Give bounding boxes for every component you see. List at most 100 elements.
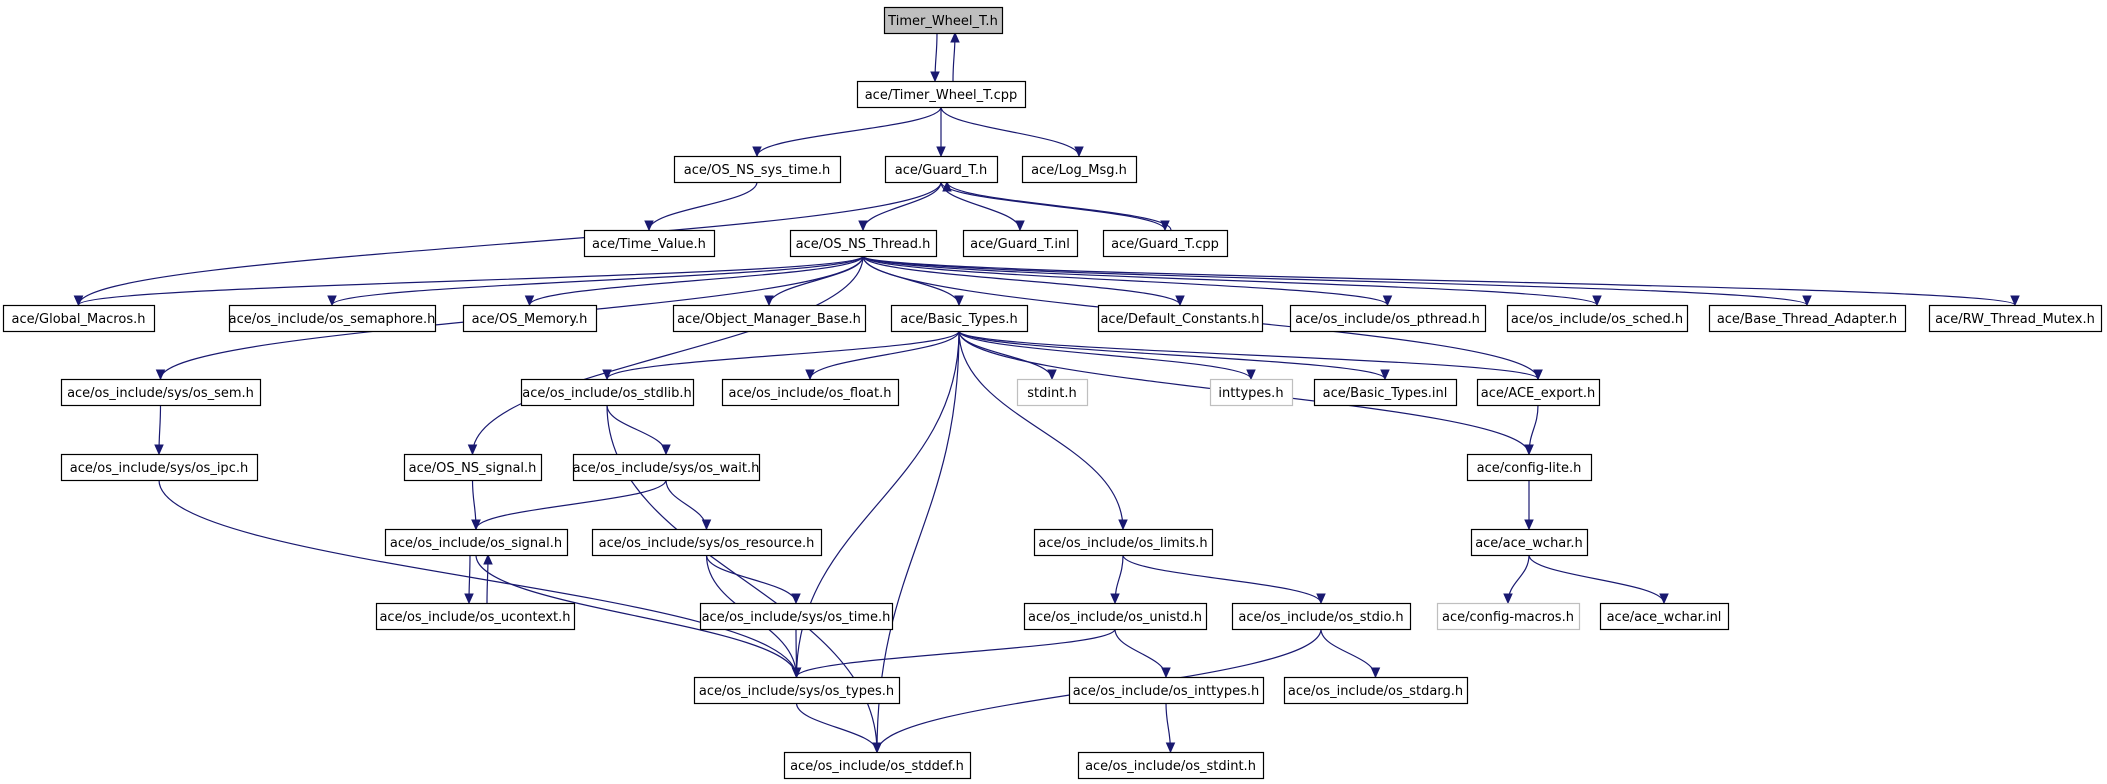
node-ace-wchar-h[interactable]: ace/ace_wchar.h	[1470, 528, 1589, 557]
edge-os_ns_thread-to-default_constants	[862, 255, 1185, 307]
node-box	[1231, 602, 1412, 631]
node-os-stdlib[interactable]: ace/os_include/os_stdlib.h	[520, 378, 695, 407]
edge-ace_wchar_h-to-config_macros	[1503, 554, 1530, 605]
node-base-thread-adapter[interactable]: ace/Base_Thread_Adapter.h	[1708, 304, 1907, 333]
node-stdint: stdint.h	[1016, 378, 1089, 407]
node-os-stdarg[interactable]: ace/os_include/os_stdarg.h	[1283, 676, 1469, 705]
node-basic-types-inl[interactable]: ace/Basic_Types.inl	[1313, 378, 1458, 407]
node-os-ucontext[interactable]: ace/os_include/os_ucontext.h	[375, 602, 576, 631]
edge-line	[862, 255, 2016, 306]
edge-arrowhead	[1524, 444, 1534, 456]
node-os-semaphore[interactable]: ace/os_include/os_semaphore.h	[229, 304, 437, 333]
edge-arrowhead	[764, 295, 774, 307]
edge-line	[862, 181, 942, 231]
edge-timer_wheel_h-to-timer_wheel_cpp	[930, 32, 940, 83]
node-sys-os-resource[interactable]: ace/os_include/sys/os_resource.h	[591, 528, 823, 557]
edge-arrowhead	[858, 220, 868, 232]
node-os-stdio[interactable]: ace/os_include/os_stdio.h	[1231, 602, 1412, 631]
node-os-limits[interactable]: ace/os_include/os_limits.h	[1033, 528, 1214, 557]
node-object-manager-base[interactable]: ace/Object_Manager_Base.h	[672, 304, 867, 333]
edge-basic_types_h-to-stdint	[958, 330, 1057, 381]
node-box	[1289, 304, 1487, 333]
edge-line	[475, 554, 798, 678]
node-guard-t-cpp[interactable]: ace/Guard_T.cpp	[1102, 229, 1229, 258]
node-time-value[interactable]: ace/Time_Value.h	[583, 229, 716, 258]
node-os-unistd[interactable]: ace/os_include/os_unistd.h	[1023, 602, 1208, 631]
node-os-ns-sys-time[interactable]: ace/OS_NS_sys_time.h	[673, 155, 842, 184]
edge-arrowhead	[872, 742, 882, 754]
node-box	[591, 528, 823, 557]
node-sys-os-time[interactable]: ace/os_include/sys/os_time.h	[699, 602, 894, 631]
node-basic-types-h[interactable]: ace/Basic_Types.h	[890, 304, 1029, 333]
edge-os_signal-to-os_ucontext	[464, 554, 474, 605]
node-config-macros: ace/config-macros.h	[1436, 602, 1581, 631]
edge-arrowhead	[1524, 519, 1534, 531]
node-label: ace/os_include/os_stdint.h	[1085, 759, 1256, 774]
node-os-pthread[interactable]: ace/os_include/os_pthread.h	[1289, 304, 1487, 333]
node-sys-os-types[interactable]: ace/os_include/sys/os_types.h	[693, 676, 901, 705]
node-os-stdint[interactable]: ace/os_include/os_stdint.h	[1077, 751, 1265, 780]
edge-timer_wheel_cpp-to-guard_t_h	[936, 107, 946, 158]
node-box	[1436, 602, 1581, 631]
node-os-signal[interactable]: ace/os_include/os_signal.h	[384, 528, 569, 557]
node-box	[403, 453, 543, 482]
edge-line	[862, 255, 1598, 306]
node-box	[384, 528, 569, 557]
edge-arrowhead	[1592, 295, 1602, 307]
node-os-float[interactable]: ace/os_include/os_float.h	[721, 378, 900, 407]
node-default-constants[interactable]: ace/Default_Constants.h	[1097, 304, 1264, 333]
node-sys-os-sem[interactable]: ace/os_include/sys/os_sem.h	[60, 378, 262, 407]
edge-timer_wheel_cpp-to-log_msg	[940, 106, 1084, 158]
node-box	[2, 304, 156, 333]
edge-line	[958, 330, 1124, 530]
edge-basic_types_h-to-os_stdlib	[602, 330, 960, 381]
edge-arrowhead	[1503, 593, 1513, 605]
node-guard-t-h[interactable]: ace/Guard_T.h	[884, 155, 999, 184]
node-sys-os-wait[interactable]: ace/os_include/sys/os_wait.h	[573, 453, 761, 482]
node-os-ns-signal[interactable]: ace/OS_NS_signal.h	[403, 453, 543, 482]
edge-os_ns_thread-to-os_memory	[524, 255, 864, 307]
node-box	[783, 751, 972, 780]
edge-arrowhead	[467, 444, 478, 456]
node-label: ace/os_include/sys/os_resource.h	[599, 536, 815, 551]
node-label: ace/Log_Msg.h	[1031, 163, 1127, 178]
edge-sys_os_types-to-os_stddef	[795, 702, 882, 754]
node-timer-wheel-cpp[interactable]: ace/Timer_Wheel_T.cpp	[856, 80, 1027, 109]
node-guard-t-inl[interactable]: ace/Guard_T.inl	[962, 229, 1079, 258]
node-label: ace/os_include/os_stdarg.h	[1288, 684, 1463, 699]
edge-line	[940, 106, 1080, 157]
node-global-macros[interactable]: ace/Global_Macros.h	[2, 304, 156, 333]
edge-os_ns_thread-to-os_ns_signal	[467, 255, 864, 456]
node-box	[1077, 751, 1265, 780]
edge-line	[809, 330, 960, 380]
node-label: ace/Base_Thread_Adapter.h	[1717, 312, 1897, 327]
node-box	[1097, 304, 1264, 333]
edge-basic_types_h-to-inttypes	[958, 330, 1256, 381]
edge-sys_os_sem-to-sys_os_ipc	[154, 404, 164, 456]
node-config-lite[interactable]: ace/config-lite.h	[1466, 453, 1593, 482]
node-ace-export[interactable]: ace/ACE_export.h	[1476, 378, 1601, 407]
edge-line	[862, 255, 1808, 306]
edge-arrowhead	[1175, 295, 1185, 307]
node-label: ace/config-macros.h	[1442, 610, 1574, 625]
node-os-inttypes[interactable]: ace/os_include/os_inttypes.h	[1068, 676, 1265, 705]
node-label: ace/OS_NS_Thread.h	[796, 237, 931, 252]
edge-os_ns_thread-to-base_thread_adapter	[862, 255, 1812, 307]
node-box	[1599, 602, 1730, 631]
edge-arrowhead	[752, 146, 762, 158]
node-label: ace/Time_Value.h	[592, 237, 706, 252]
node-box	[1476, 378, 1601, 407]
node-box	[1466, 453, 1593, 482]
node-os-sched[interactable]: ace/os_include/os_sched.h	[1506, 304, 1689, 333]
node-os-ns-thread[interactable]: ace/OS_NS_Thread.h	[789, 229, 938, 258]
edge-arrowhead	[1802, 295, 1812, 307]
node-log-msg[interactable]: ace/Log_Msg.h	[1021, 155, 1138, 184]
node-os-memory[interactable]: ace/OS_Memory.h	[462, 304, 598, 333]
node-label: ace/os_include/os_semaphore.h	[229, 312, 436, 327]
node-rw-thread-mutex[interactable]: ace/RW_Thread_Mutex.h	[1928, 304, 2103, 333]
node-os-stddef[interactable]: ace/os_include/os_stddef.h	[783, 751, 972, 780]
node-label: ace/Guard_T.cpp	[1111, 237, 1219, 252]
node-ace-wchar-inl[interactable]: ace/ace_wchar.inl	[1599, 602, 1730, 631]
edge-os_ns_thread-to-os_pthread	[862, 255, 1393, 307]
node-sys-os-ipc[interactable]: ace/os_include/sys/os_ipc.h	[60, 453, 259, 482]
